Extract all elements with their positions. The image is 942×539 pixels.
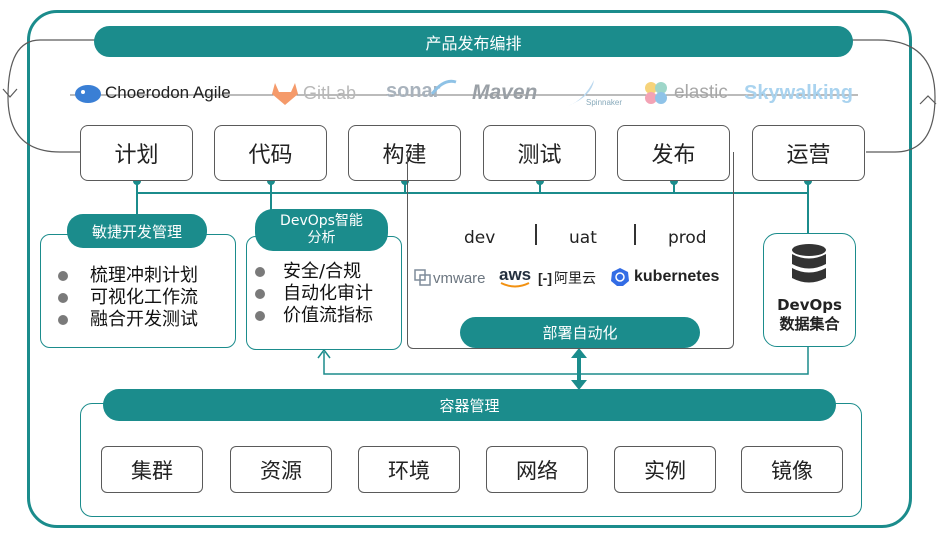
list-item: 融合开发测试 — [58, 309, 233, 331]
kubernetes-logo: kubernetes — [610, 267, 719, 287]
deploy-panel — [407, 152, 734, 349]
aliyun-bracket-icon: [-] — [538, 270, 552, 286]
sonar-logo: sonar — [386, 79, 457, 103]
env-dev: dev — [464, 228, 496, 248]
skywalking-logo: Skywalking — [744, 82, 853, 104]
env-prod: prod — [668, 228, 707, 248]
analysis-panel-title: DevOps智能分析 — [255, 209, 388, 251]
choerodon-fish-icon — [75, 85, 101, 103]
aws-smile-icon — [500, 282, 530, 288]
tool-logos: Choerodon Agile GitLab sonar Maven Spinn… — [74, 78, 864, 114]
container-item-image[interactable]: 镜像 — [741, 446, 843, 493]
aliyun-logo: [-] 阿里云 — [538, 270, 596, 286]
choerodon-logo: Choerodon Agile — [74, 82, 231, 104]
list-item: 价值流指标 — [255, 305, 405, 327]
vmware-logo: vmware — [413, 268, 486, 288]
elastic-logo: elastic — [642, 80, 728, 106]
elastic-icon — [645, 82, 667, 104]
outer-frame — [27, 10, 912, 528]
spinnaker-logo: Spinnaker — [564, 78, 622, 113]
gitlab-logo: GitLab — [270, 80, 356, 106]
stage-code[interactable]: 代码 — [214, 125, 327, 181]
list-item: 可视化工作流 — [58, 287, 233, 309]
env-uat: uat — [569, 228, 597, 248]
analysis-panel — [246, 236, 402, 350]
container-item-resource[interactable]: 资源 — [230, 446, 332, 493]
stage-build[interactable]: 构建 — [348, 125, 461, 181]
release-orchestration-title: 产品发布编排 — [94, 26, 853, 57]
stage-test[interactable]: 测试 — [483, 125, 596, 181]
vmware-icon — [414, 269, 431, 286]
stage-plan[interactable]: 计划 — [80, 125, 193, 181]
deploy-automation-title: 部署自动化 — [460, 317, 700, 348]
loop-arrow-left-icon — [2, 88, 18, 98]
list-item: 梳理冲刺计划 — [58, 265, 233, 287]
analysis-list: 安全/合规 自动化审计 价值流指标 — [255, 261, 405, 327]
database-icon — [792, 244, 826, 283]
cloud-logos: vmware aws [-] 阿里云 kubernetes — [413, 265, 733, 292]
loop-arrow-right-icon — [919, 95, 937, 105]
agile-list: 梳理冲刺计划 可视化工作流 融合开发测试 — [58, 265, 233, 331]
aws-logo: aws — [499, 265, 531, 288]
sonar-waves-icon — [430, 79, 457, 95]
list-item: 安全/合规 — [255, 261, 405, 283]
container-item-cluster[interactable]: 集群 — [101, 446, 203, 493]
container-item-instance[interactable]: 实例 — [614, 446, 716, 493]
maven-logo: Maven — [472, 81, 538, 104]
stage-operate[interactable]: 运营 — [752, 125, 865, 181]
gitlab-fox-icon — [272, 83, 298, 105]
agile-panel — [40, 234, 236, 348]
stage-release[interactable]: 发布 — [617, 125, 730, 181]
container-panel — [80, 403, 862, 517]
kubernetes-helm-icon — [611, 268, 629, 286]
container-item-environment[interactable]: 环境 — [358, 446, 460, 493]
container-item-network[interactable]: 网络 — [486, 446, 588, 493]
container-management-title: 容器管理 — [103, 389, 836, 421]
agile-panel-title: 敏捷开发管理 — [67, 214, 207, 248]
list-item: 自动化审计 — [255, 283, 405, 305]
